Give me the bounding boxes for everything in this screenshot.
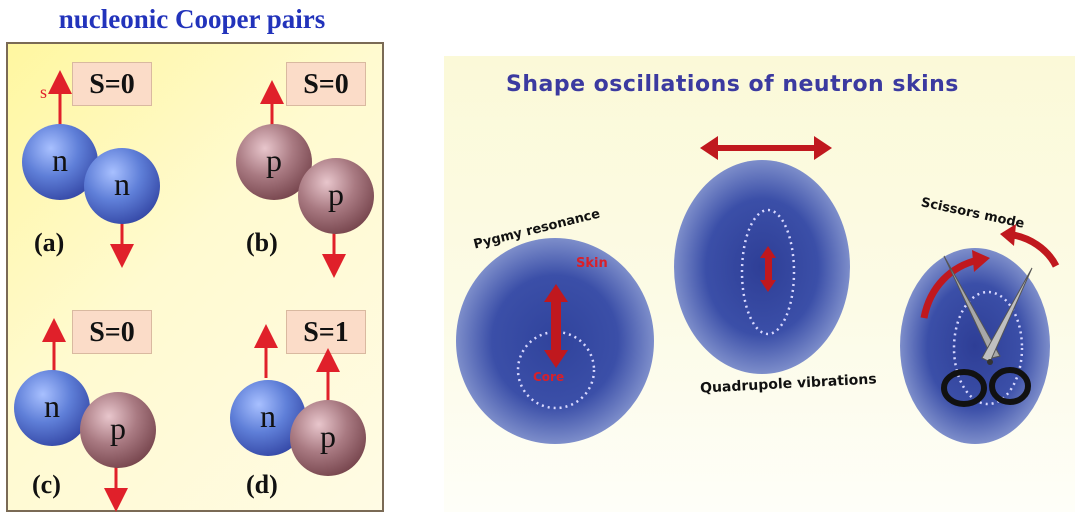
proton-ball: p xyxy=(290,400,366,476)
rotation-arrow-left xyxy=(920,256,979,319)
scissors-icon xyxy=(941,255,1033,407)
scissors-core xyxy=(952,290,1024,406)
skin-label: Skin xyxy=(576,256,608,271)
quadrupole-arrow xyxy=(760,246,776,292)
quadrupole-core xyxy=(740,208,796,336)
core-circle xyxy=(516,330,596,410)
spin-label: s xyxy=(40,82,48,102)
neutron-ball: n xyxy=(84,148,160,224)
proton-ball: p xyxy=(80,392,156,468)
case-label-b: (b) xyxy=(246,228,278,257)
pygmy-arrow xyxy=(544,284,568,368)
right-title: Shape oscillations of neutron skins xyxy=(506,72,959,97)
spin-box-a: S=0 xyxy=(72,62,152,106)
case-label-a: (a) xyxy=(34,228,65,257)
case-label-d: (d) xyxy=(246,470,278,499)
neutron-ball: n xyxy=(14,370,90,446)
spin-box-b: S=0 xyxy=(286,62,366,106)
neutron-ball: n xyxy=(230,380,306,456)
left-title: nucleonic Cooper pairs xyxy=(58,4,326,34)
spin-box-c: S=0 xyxy=(72,310,152,354)
double-arrow-icon xyxy=(700,136,832,160)
core-label: Core xyxy=(533,370,565,384)
spin-box-d: S=1 xyxy=(286,310,366,354)
case-label-c: (c) xyxy=(32,470,61,499)
quadrupole-nucleus xyxy=(674,160,850,374)
proton-ball: p xyxy=(298,158,374,234)
